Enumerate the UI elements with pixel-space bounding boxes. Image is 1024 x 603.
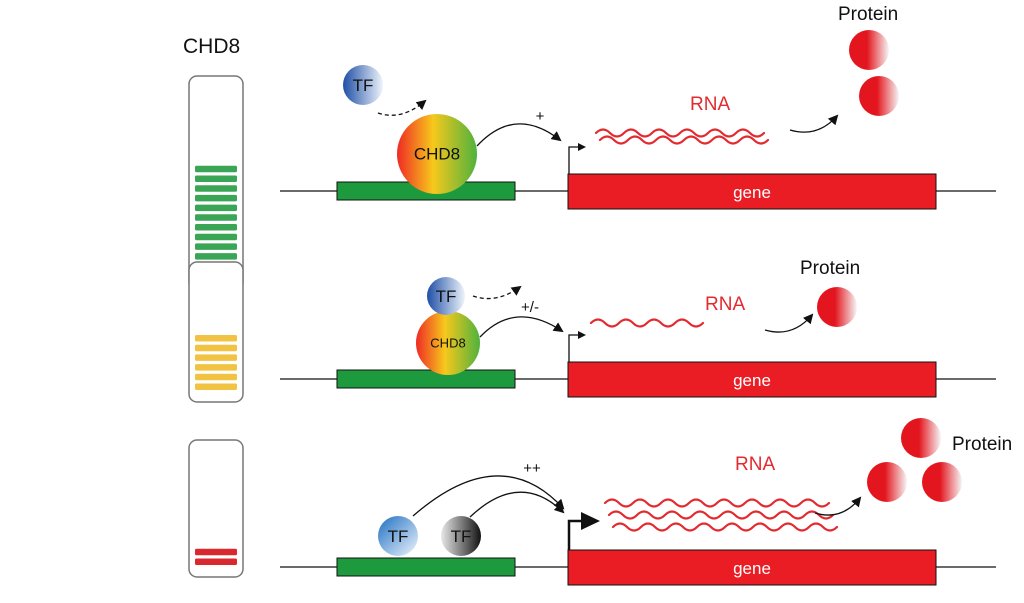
tf-label: TF	[353, 76, 374, 95]
chd8-label: CHD8	[430, 335, 465, 350]
chd8-level-bar	[195, 204, 237, 212]
chd8-label: CHD8	[414, 145, 460, 164]
chd8-level-tube	[188, 439, 244, 578]
chd8-level-bar	[195, 383, 237, 390]
protein-label: Protein	[800, 258, 860, 279]
rna-label: RNA	[705, 294, 745, 315]
chd8-level-bar	[195, 194, 237, 202]
panel-2: gene CHD8 TF +/- RNA Protein	[188, 258, 996, 403]
rna-strand	[603, 498, 831, 508]
chd8-level-bar	[195, 335, 237, 342]
protein-label: Protein	[838, 4, 898, 25]
chd8-level-bar	[195, 364, 237, 371]
protein-circle	[849, 30, 889, 70]
protein-circle	[922, 462, 962, 502]
protein-circle	[867, 462, 907, 502]
chd8-protein	[397, 114, 477, 194]
chd8-level-bar	[195, 344, 237, 352]
regulation-sign: +/-	[521, 299, 539, 316]
regulation-sign: +	[536, 108, 545, 125]
chd8-level-bar	[195, 243, 237, 250]
panels: geneCHD8TF+RNAProteingeneCHD8TF+/-RNAPro…	[188, 4, 1012, 586]
protein-circle	[901, 418, 941, 458]
activation-arrow	[469, 491, 565, 518]
protein-circle	[817, 287, 857, 327]
chd8-level-bar	[195, 165, 237, 173]
protein-label: Protein	[952, 434, 1012, 455]
translation-arrow	[814, 496, 862, 516]
tss-arrow-head	[578, 331, 586, 339]
gene-box	[567, 173, 937, 210]
rna-strand	[611, 522, 839, 532]
chd8-title: CHD8	[183, 35, 240, 58]
chd8-level-bar	[195, 233, 237, 241]
enhancer-box	[336, 557, 516, 577]
enhancer-box	[336, 369, 516, 389]
activation-arrow	[476, 123, 562, 147]
translation-arrow	[789, 114, 839, 133]
tss-arrow	[568, 146, 580, 174]
tf-label: TF	[388, 527, 409, 546]
tf-protein	[441, 516, 481, 556]
chd8-protein	[416, 311, 480, 375]
chd8-level-bar	[195, 175, 237, 182]
chd8-level-bar	[195, 214, 237, 221]
gene-box	[567, 549, 937, 586]
gene-box	[567, 361, 937, 398]
chd8-level-bar	[195, 224, 237, 231]
chd8-level-bar	[195, 185, 237, 192]
rna-strand	[594, 128, 766, 138]
chd8-level-tube	[188, 261, 244, 403]
chd8-level-bar	[195, 548, 237, 556]
tf-label: TF	[436, 287, 457, 306]
tf-protein	[427, 277, 465, 315]
gene-label: gene	[733, 183, 771, 202]
panel-3: gene TF TF ++ RNA Protein	[188, 418, 1012, 586]
tf-release-arrow	[472, 285, 522, 300]
chd8-level-bar	[195, 558, 237, 565]
activation-arrow	[479, 316, 564, 338]
rna-strand	[598, 135, 770, 145]
chd8-level-bar	[195, 354, 237, 361]
chd8-level-bar	[195, 373, 237, 381]
tf-protein	[343, 65, 383, 105]
tf-protein	[378, 516, 418, 556]
regulation-sign: ++	[523, 460, 541, 477]
activation-arrow	[412, 475, 565, 517]
tss-arrow-head	[578, 143, 586, 151]
translation-arrow	[764, 313, 814, 333]
rna-strand	[607, 510, 835, 520]
chd8-level-bar	[195, 253, 237, 260]
tss-arrow	[568, 334, 580, 362]
rna-label: RNA	[735, 454, 775, 475]
rna-label: RNA	[690, 94, 730, 115]
tf-release-arrow	[377, 99, 427, 116]
rna-strand	[589, 318, 705, 328]
tf-label: TF	[451, 527, 472, 546]
gene-label: gene	[733, 371, 771, 390]
gene-label: gene	[733, 559, 771, 578]
protein-circle	[859, 76, 899, 116]
tss-arrow-head	[581, 512, 600, 530]
panel-1: gene CHD8 TF + RNA Protein	[188, 4, 996, 292]
tss-arrow	[567, 519, 586, 550]
